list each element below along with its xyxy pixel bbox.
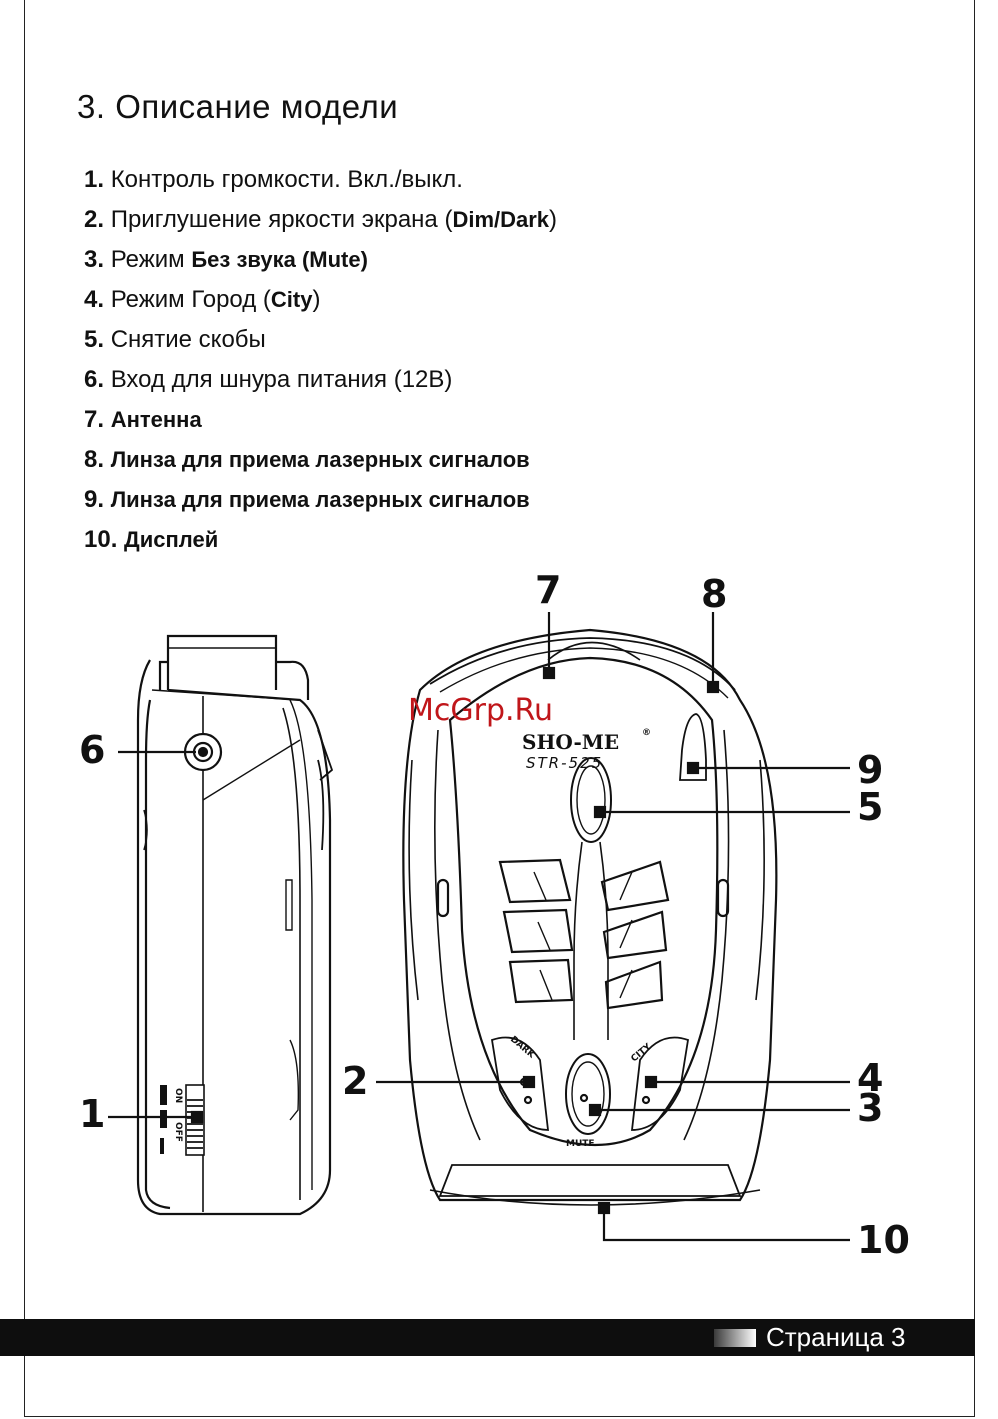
callout-10: 10 xyxy=(857,1218,910,1260)
registered-mark: ® xyxy=(642,728,651,738)
page-frame xyxy=(24,0,975,1417)
footer-gradient-marker xyxy=(714,1329,756,1347)
item-number: 9. xyxy=(84,486,105,513)
item-emphasis: Без звука (Mute) xyxy=(191,247,368,272)
item-emphasis: City xyxy=(270,287,313,312)
list-item: 2. Приглушение яркости экрана (Dim/Dark) xyxy=(84,200,557,240)
watermark: McGrp.Ru xyxy=(408,693,553,728)
brand-logo-text: SHO-ME xyxy=(522,730,619,754)
item-emphasis: Dim/Dark xyxy=(452,207,550,232)
switch-on-label: ON xyxy=(173,1088,183,1103)
callout-3: 3 xyxy=(857,1086,883,1130)
callout-5: 5 xyxy=(857,785,883,829)
item-text: Линза для приема лазерных сигналов xyxy=(110,487,530,512)
item-text: Антенна xyxy=(110,407,202,432)
item-text: Приглушение яркости экрана ( xyxy=(110,206,453,233)
item-number: 8. xyxy=(84,446,105,473)
list-item: 3. Режим Без звука (Mute) xyxy=(84,240,557,280)
front-view xyxy=(402,628,778,1206)
mute-button-label: MUTE xyxy=(566,1139,595,1149)
page-number: Страница 3 xyxy=(766,1322,906,1352)
item-text: Снятие скобы xyxy=(110,326,266,353)
list-item: 1. Контроль громкости. Вкл./выкл. xyxy=(84,160,557,200)
list-item: 5. Снятие скобы xyxy=(84,320,557,360)
model-name: STR-525 xyxy=(526,754,603,772)
list-item: 6. Вход для шнура питания (12В) xyxy=(84,360,557,400)
item-text: Дисплей xyxy=(124,527,219,552)
callout-4: 4 xyxy=(857,1056,883,1100)
item-number: 3. xyxy=(84,246,105,273)
callout-2: 2 xyxy=(342,1059,368,1103)
section-title: 3. Описание модели xyxy=(77,88,399,125)
footer-bar xyxy=(0,1319,975,1356)
item-number: 4. xyxy=(84,286,105,313)
item-number: 5. xyxy=(84,326,105,353)
list-item: 7. Антенна xyxy=(84,400,557,440)
item-number: 7. xyxy=(84,406,105,433)
item-number: 6. xyxy=(84,366,105,393)
item-tail: ) xyxy=(549,206,558,233)
side-view xyxy=(136,634,334,1216)
switch-off-label: OFF xyxy=(173,1122,183,1142)
callout-8: 8 xyxy=(701,572,727,616)
list-item: 10. Дисплей xyxy=(84,520,557,560)
item-text: Режим Город ( xyxy=(110,286,271,313)
list-item: 8. Линза для приема лазерных сигналов xyxy=(84,440,557,480)
callout-6: 6 xyxy=(79,728,105,772)
item-number: 1. xyxy=(84,166,105,193)
item-text: Режим xyxy=(110,246,192,273)
device-diagram: ON OFF xyxy=(79,568,910,1260)
list-item: 9. Линза для приема лазерных сигналов xyxy=(84,480,557,520)
feature-list: 1. Контроль громкости. Вкл./выкл. 2. При… xyxy=(84,160,557,560)
item-text: Контроль громкости. Вкл./выкл. xyxy=(110,166,463,193)
callout-7: 7 xyxy=(535,568,561,612)
callout-9: 9 xyxy=(857,748,883,792)
item-text: Вход для шнура питания (12В) xyxy=(110,366,453,393)
callout-1: 1 xyxy=(79,1092,105,1136)
list-item: 4. Режим Город (City) xyxy=(84,280,557,320)
item-number: 10. xyxy=(84,526,118,553)
item-text: Линза для приема лазерных сигналов xyxy=(110,447,530,472)
item-tail: ) xyxy=(312,286,321,313)
leader-lines xyxy=(108,612,850,1242)
item-number: 2. xyxy=(84,206,105,233)
